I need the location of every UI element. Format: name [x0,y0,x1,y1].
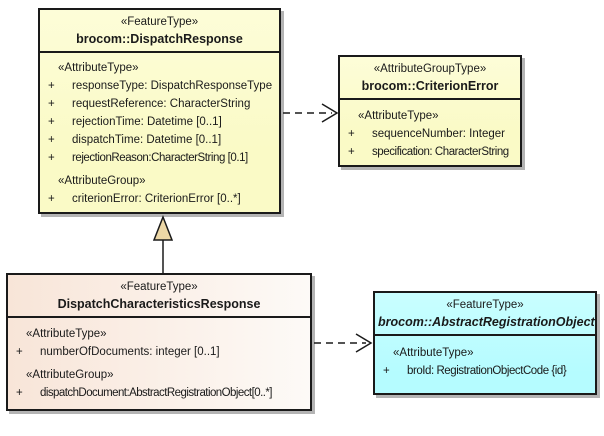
attribute-row: + numberOfDocuments: integer [0..1] [14,345,306,363]
attribute-text: dispatchTime: Datetime [0..1] [72,134,222,146]
open-arrowhead [355,333,373,353]
visibility-plus: + [16,346,23,358]
class-name: DispatchCharacteristicsResponse [57,297,261,311]
attribute-compartment: «AttributeType» + sequenceNumber: Intege… [340,100,520,167]
attribute-row: + criterionError: CriterionError [0..*] [46,192,275,210]
attribute-row: + dispatchDocument:AbstractRegistrationO… [14,386,306,404]
attribute-text: dispatchDocument:AbstractRegistrationObj… [40,387,272,399]
attribute-compartment: «AttributeType» + numberOfDocuments: int… [8,318,310,408]
attribute-row: + rejectionReason:CharacterString [0.1] [46,151,275,169]
stereotype-label: «AttributeGroupType» [373,63,487,75]
attribute-row: + specification: CharacterString [346,145,516,163]
visibility-plus: + [348,146,355,158]
attribute-text: responseType: DispatchResponseType [72,80,273,92]
stereotype-label: «FeatureType» [120,281,198,293]
class-name: brocom::AbstractRegistrationObject [378,315,595,329]
class-box-dispatch-response[interactable]: «FeatureType» brocom::DispatchResponse «… [38,8,281,214]
generalization-connector[interactable] [152,214,174,273]
attribute-row: + sequenceNumber: Integer [346,127,516,145]
class-box-abstract-registration-object[interactable]: «FeatureType» brocom::AbstractRegistrati… [373,291,597,395]
class-title: «AttributeGroupType» brocom::CriterionEr… [340,57,520,100]
class-box-criterion-error[interactable]: «AttributeGroupType» brocom::CriterionEr… [338,55,522,167]
dependency-connector-abstract-registration-object[interactable] [314,333,373,353]
attribute-text: numberOfDocuments: integer [0..1] [40,346,220,358]
visibility-plus: + [48,152,55,164]
stereotype-label: «FeatureType» [446,299,524,311]
visibility-plus: + [348,128,355,140]
attribute-type-label: «AttributeType» [58,62,139,74]
visibility-plus: + [16,387,23,399]
attribute-text: requestReference: CharacterString [72,98,251,110]
class-title: «FeatureType» DispatchCharacteristicsRes… [8,275,310,318]
attribute-row: + broId: RegistrationObjectCode {id} [381,364,591,382]
visibility-plus: + [383,365,390,377]
visibility-plus: + [48,193,55,205]
attribute-text: broId: RegistrationObjectCode {id} [407,365,567,377]
class-box-dispatch-characteristics-response[interactable]: «FeatureType» DispatchCharacteristicsRes… [6,273,312,411]
attribute-row: + responseType: DispatchResponseType [46,79,275,97]
visibility-plus: + [48,116,55,128]
attribute-text: rejectionReason:CharacterString [0.1] [72,152,248,164]
stereotype-label: «FeatureType» [120,16,199,28]
attribute-row: + rejectionTime: Datetime [0..1] [46,115,275,133]
dependency-connector-criterion-error[interactable] [283,103,339,123]
class-name: brocom::DispatchResponse [76,32,243,46]
open-arrowhead [321,103,339,123]
visibility-plus: + [48,98,55,110]
attribute-type-label: «AttributeType» [393,347,474,359]
attribute-compartment: «AttributeType» + responseType: Dispatch… [40,53,279,214]
class-name: brocom::CriterionError [361,79,499,93]
generalization-triangle [152,214,174,241]
class-title: «FeatureType» brocom::AbstractRegistrati… [375,293,595,336]
attribute-row: + requestReference: CharacterString [46,97,275,115]
attribute-row: + dispatchTime: Datetime [0..1] [46,133,275,151]
attribute-group-label: «AttributeGroup» [26,369,114,381]
attribute-text: sequenceNumber: Integer [372,128,505,140]
attribute-compartment: «AttributeType» + broId: RegistrationObj… [375,336,595,386]
attribute-type-label: «AttributeType» [26,328,107,340]
visibility-plus: + [48,80,55,92]
attribute-text: specification: CharacterString [372,146,509,158]
attribute-text: rejectionTime: Datetime [0..1] [72,116,222,128]
class-title: «FeatureType» brocom::DispatchResponse [40,10,279,53]
attribute-text: criterionError: CriterionError [0..*] [72,193,241,205]
visibility-plus: + [48,134,55,146]
attribute-type-label: «AttributeType» [358,110,439,122]
attribute-group-label: «AttributeGroup» [58,175,146,187]
